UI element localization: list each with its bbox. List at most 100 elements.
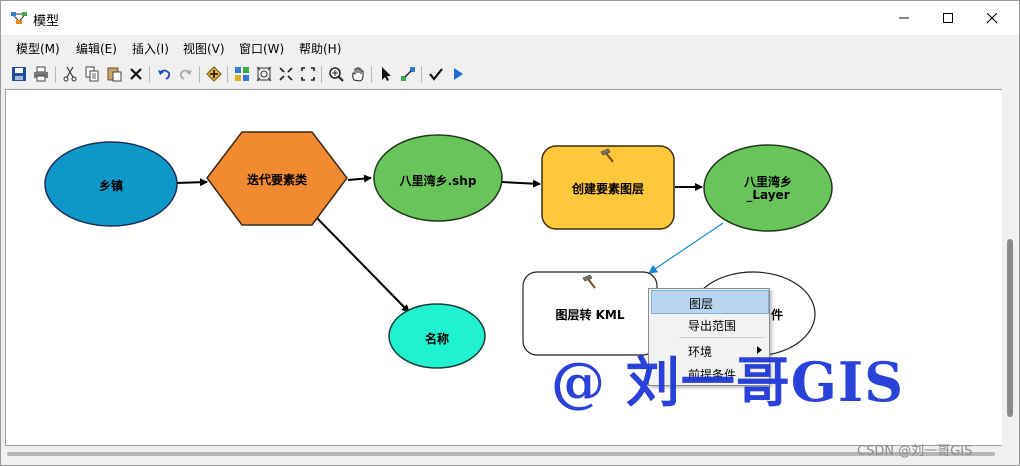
- undo-icon: [158, 69, 171, 80]
- vertical-scroll-thumb[interactable]: [1007, 239, 1013, 417]
- model-canvas[interactable]: 乡镇 迭代要素类 八里湾乡.shp 创建要素图层 八里湾乡 _Layer 图层转…: [5, 89, 1004, 446]
- node-shp-label: 八里湾乡.shp: [399, 174, 477, 188]
- connector-iterator-name: [316, 217, 410, 313]
- context-item-label: 图层: [689, 297, 714, 311]
- node-iterator-label: 迭代要素类: [246, 173, 307, 187]
- redo-button[interactable]: [177, 65, 195, 83]
- print-button[interactable]: [32, 65, 50, 83]
- context-item-layer[interactable]: 图层: [651, 290, 769, 314]
- title-bar: 模型: [1, 1, 1019, 35]
- copy-icon: [85, 66, 99, 82]
- toolbar-separator: [199, 66, 200, 83]
- context-item-label: 前提条件: [688, 368, 737, 382]
- connect-icon: [401, 67, 415, 81]
- zoom-in-icon: [329, 67, 344, 82]
- connect-button[interactable]: [399, 65, 417, 83]
- menu-view[interactable]: 视图(V): [183, 42, 225, 56]
- close-icon: [986, 12, 998, 24]
- minimize-icon: [899, 17, 909, 19]
- maximize-button[interactable]: [925, 1, 971, 35]
- csdn-credit: CSDN @刘一哥GIS: [857, 444, 973, 459]
- menu-model[interactable]: 模型(M): [16, 42, 60, 56]
- node-create-layer-tool: [541, 145, 675, 230]
- zoom-out-fixed-icon: [301, 67, 315, 81]
- menu-edit[interactable]: 编辑(E): [76, 42, 117, 56]
- minimize-button[interactable]: [881, 1, 927, 35]
- pan-button[interactable]: [349, 65, 367, 83]
- menu-insert[interactable]: 插入(I): [132, 42, 169, 56]
- menu-bar: 模型(M) 编辑(E) 插入(I) 视图(V) 窗口(W) 帮助(H): [1, 37, 1019, 59]
- zoom-in-fixed-button[interactable]: [277, 65, 295, 83]
- menu-help[interactable]: 帮助(H): [299, 42, 342, 56]
- redo-icon: [179, 69, 192, 80]
- menu-window[interactable]: 窗口(W): [239, 42, 285, 56]
- watermark-text: @ 刘一哥GIS: [551, 350, 905, 414]
- modelbuilder-icon: [11, 12, 27, 24]
- connector-town-iterator: [175, 178, 208, 187]
- paste-button[interactable]: [105, 65, 123, 83]
- node-layer-label-line2: _Layer: [746, 188, 790, 202]
- close-button[interactable]: [969, 1, 1015, 35]
- validate-button[interactable]: [427, 65, 445, 83]
- run-button[interactable]: [449, 65, 467, 83]
- context-item-label: 环境: [688, 345, 713, 359]
- node-kml-output-label: 件: [770, 308, 783, 322]
- submenu-arrow-icon: [757, 346, 762, 354]
- cut-button[interactable]: [61, 65, 79, 83]
- pan-icon: [352, 67, 364, 82]
- node-iterator: [206, 131, 348, 226]
- save-button[interactable]: [10, 65, 28, 83]
- select-button[interactable]: [377, 65, 395, 83]
- window-title: 模型: [33, 14, 60, 29]
- cut-icon: [63, 66, 77, 82]
- horizontal-scroll-thumb[interactable]: [7, 452, 995, 456]
- delete-button[interactable]: [127, 65, 145, 83]
- context-item-export-extent[interactable]: 导出范围: [651, 313, 767, 335]
- delete-icon: [130, 68, 142, 80]
- toolbar-separator: [149, 66, 150, 83]
- connector-shp-create: [501, 179, 541, 188]
- node-to-kml-label: 图层转 KML: [555, 308, 625, 322]
- context-separator: [679, 337, 765, 338]
- context-item-label: 导出范围: [688, 319, 737, 333]
- node-name-label: 名称: [424, 332, 449, 346]
- auto-layout-button[interactable]: [233, 65, 251, 83]
- node-town-label: 乡镇: [98, 179, 123, 193]
- toolbar-separator: [55, 66, 56, 83]
- node-layer-output: [703, 144, 833, 232]
- undo-button[interactable]: [155, 65, 173, 83]
- node-name-variable: [388, 303, 486, 369]
- full-extent-icon: [256, 66, 272, 82]
- context-item-environment[interactable]: 环境: [651, 339, 767, 361]
- full-extent-button[interactable]: [255, 65, 273, 83]
- toolbar: [1, 62, 1019, 87]
- node-town-input: [44, 141, 178, 227]
- paste-icon: [107, 67, 122, 82]
- add-data-icon: [206, 66, 222, 82]
- toolbar-separator: [421, 66, 422, 83]
- toolbar-separator: [227, 66, 228, 83]
- node-layer-label-line1: 八里湾乡: [743, 175, 792, 189]
- save-icon: [12, 67, 26, 81]
- connector-layer-kml: [648, 222, 724, 274]
- horizontal-scrollbar[interactable]: [5, 446, 1002, 462]
- context-item-precondition[interactable]: 前提条件: [651, 362, 767, 384]
- add-data-button[interactable]: [205, 65, 223, 83]
- run-icon: [454, 68, 463, 80]
- zoom-out-fixed-button[interactable]: [299, 65, 317, 83]
- auto-layout-icon: [235, 67, 249, 81]
- node-create-layer-label: 创建要素图层: [571, 182, 644, 196]
- maximize-icon: [943, 13, 953, 23]
- zoom-in-fixed-icon: [279, 67, 293, 81]
- toolbar-separator: [371, 66, 372, 83]
- connector-iterator-shp: [347, 174, 372, 183]
- select-icon: [382, 67, 391, 81]
- toolbar-separator: [321, 66, 322, 83]
- zoom-in-button[interactable]: [327, 65, 345, 83]
- validate-icon: [429, 68, 443, 81]
- context-menu: 图层 导出范围 环境 前提条件: [648, 288, 770, 386]
- vertical-scrollbar[interactable]: [1002, 89, 1018, 446]
- node-shp-output: [373, 134, 503, 222]
- copy-button[interactable]: [83, 65, 101, 83]
